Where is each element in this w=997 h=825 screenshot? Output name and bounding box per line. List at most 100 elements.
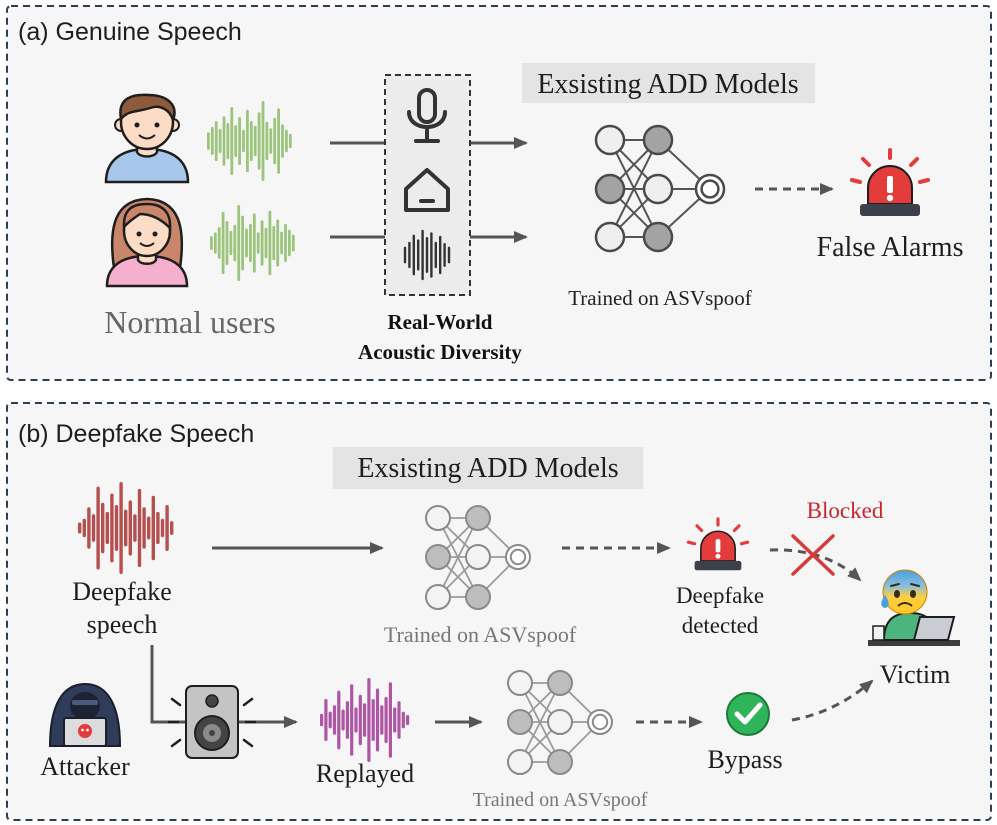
neural-net-node bbox=[642, 124, 674, 156]
checkmark-icon bbox=[726, 692, 770, 736]
waveform-bar bbox=[328, 711, 332, 729]
neural-net-output-ring bbox=[591, 713, 609, 731]
neural-net-node bbox=[594, 173, 626, 205]
waveform-bar bbox=[210, 127, 214, 155]
neural-net-output-ring bbox=[509, 548, 527, 566]
diversity-caption-line2: Acoustic Diversity bbox=[358, 340, 522, 364]
waveform-bar bbox=[324, 699, 328, 741]
waveform-bar bbox=[285, 129, 288, 153]
deepfake-detected-caption-line1: Deepfake bbox=[676, 583, 764, 608]
waveform-bar bbox=[246, 109, 249, 173]
normal-users-caption: Normal users bbox=[104, 304, 276, 340]
deepfake-detected-caption-line2: detected bbox=[682, 613, 759, 638]
waveform-bar bbox=[230, 107, 234, 175]
waveform-bar bbox=[249, 224, 252, 262]
sound-wave-icon bbox=[403, 229, 451, 281]
trained-caption: Trained on ASVspoof bbox=[568, 286, 752, 310]
waveform-bar bbox=[101, 502, 105, 554]
neural-net-node bbox=[507, 709, 533, 735]
waveform-bar bbox=[320, 713, 324, 727]
waveform-bar bbox=[245, 228, 248, 258]
waveform-bar bbox=[337, 690, 341, 750]
neural-net-node bbox=[507, 670, 533, 696]
alarm-icon bbox=[686, 517, 750, 571]
waveform-bar bbox=[358, 694, 362, 746]
neural-net-edge bbox=[437, 517, 479, 598]
waveform-bar bbox=[397, 701, 401, 739]
waveform-bar bbox=[110, 493, 114, 563]
waveform-bar bbox=[380, 705, 384, 735]
deepfake-speech-caption-line1: Deepfake bbox=[72, 577, 172, 606]
waveform-bar bbox=[87, 507, 91, 549]
replayed-caption: Replayed bbox=[316, 759, 414, 788]
neural-net-node bbox=[547, 670, 573, 696]
neural-network-icon bbox=[507, 670, 613, 775]
waveform-bar bbox=[207, 132, 210, 150]
neural-net-output-ring bbox=[700, 179, 720, 199]
waveform-bar bbox=[388, 682, 392, 758]
waveform-bar bbox=[341, 709, 345, 731]
waveform-bar bbox=[332, 705, 337, 735]
waveform-bar bbox=[213, 232, 217, 254]
waveform-bar bbox=[280, 231, 283, 255]
waveform-bar bbox=[345, 701, 349, 739]
waveform-bar bbox=[142, 507, 146, 549]
waveform-bar bbox=[78, 522, 82, 534]
waveform-bar bbox=[214, 121, 218, 161]
waveform-bar bbox=[241, 215, 244, 271]
waveform-bar bbox=[237, 205, 241, 281]
waveform-bar bbox=[265, 121, 269, 161]
waveform-bar bbox=[218, 129, 222, 153]
waveform-bar bbox=[354, 707, 358, 733]
neural-net-edge bbox=[609, 139, 659, 238]
waveform-bar bbox=[406, 714, 410, 726]
models-box bbox=[333, 447, 643, 489]
waveform-bar bbox=[393, 707, 397, 733]
waveform-bar bbox=[257, 112, 261, 170]
waveform-bar bbox=[269, 128, 273, 154]
neural-net-node bbox=[425, 505, 451, 531]
waveform-bar bbox=[371, 699, 375, 741]
neural-net-node bbox=[425, 544, 451, 570]
waveform-bar bbox=[253, 125, 257, 157]
waveform-bar bbox=[268, 210, 272, 276]
waveform-bar bbox=[273, 117, 277, 165]
waveform-bar bbox=[229, 230, 233, 256]
false-alarms-caption: False Alarms bbox=[817, 232, 964, 263]
models-box-label: Exsisting ADD Models bbox=[537, 69, 798, 100]
waveform-bar bbox=[234, 125, 238, 157]
waveform-bar bbox=[249, 121, 253, 161]
waveform-bar bbox=[217, 227, 221, 259]
genuine-waveform-icon bbox=[207, 101, 292, 181]
panel-a-label: (a) Genuine Speech bbox=[18, 18, 242, 46]
neural-net-node bbox=[465, 584, 491, 610]
waveform-bar bbox=[291, 234, 295, 252]
female-user-icon bbox=[105, 197, 189, 288]
waveform-bar bbox=[124, 509, 128, 547]
waveform-bar bbox=[160, 518, 165, 538]
waveform-bar bbox=[384, 696, 388, 744]
waveform-bar bbox=[119, 482, 123, 574]
waveform-bar bbox=[281, 124, 284, 158]
waveform-bar bbox=[96, 486, 100, 570]
neural-net-node bbox=[547, 749, 573, 775]
waveform-bar bbox=[91, 514, 96, 542]
waveform-bar bbox=[151, 495, 155, 561]
waveform-bar bbox=[114, 505, 119, 551]
neural-net-node bbox=[547, 709, 573, 735]
waveform-bar bbox=[156, 511, 160, 545]
panel-b-label: (b) Deepfake Speech bbox=[18, 420, 254, 448]
replayed-waveform-icon bbox=[320, 678, 410, 762]
waveform-bar bbox=[221, 211, 225, 275]
waveform-bar bbox=[170, 521, 174, 535]
house-icon bbox=[404, 168, 450, 212]
neural-net-node bbox=[642, 173, 674, 205]
waveform-bar bbox=[401, 711, 405, 729]
deepfake-waveform-icon bbox=[78, 482, 174, 574]
waveform-bar bbox=[363, 703, 367, 737]
waveform-bar bbox=[238, 117, 241, 165]
waveform-bar bbox=[350, 684, 354, 756]
waveform-bar bbox=[137, 488, 142, 568]
blocked-cross-icon bbox=[791, 534, 835, 576]
